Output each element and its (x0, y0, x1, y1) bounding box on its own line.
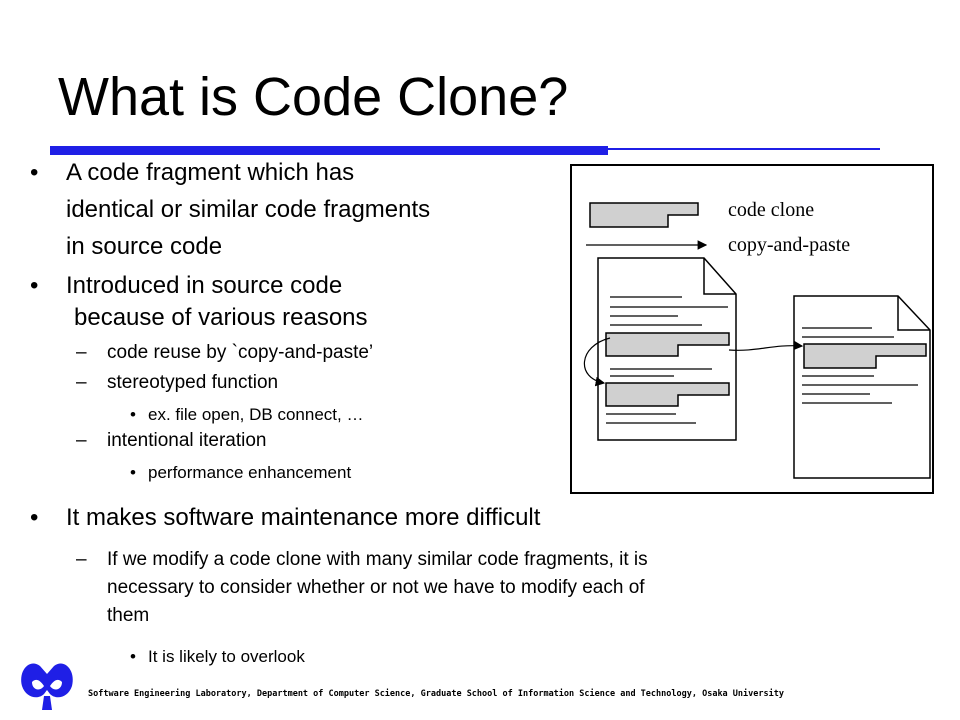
title-underline-thin (608, 148, 880, 150)
reason-iteration-example: performance enhancement (148, 463, 352, 482)
reason-stereotyped: stereotyped function (107, 372, 279, 393)
introduced-line-1: Introduced in source code (66, 272, 343, 299)
definition-line-3: in source code (66, 233, 223, 260)
dash-marker: – (76, 342, 87, 363)
definition-line-2: identical or similar code fragments (66, 196, 431, 223)
copy-arrow-within-document (583, 337, 611, 387)
maintenance-detail-line-3: them (107, 605, 150, 626)
document-left-code-lines (606, 296, 728, 424)
legend-clone-shape (589, 202, 699, 228)
document-right-code-lines (802, 327, 918, 404)
maintenance-detail-line-1: If we modify a code clone with many simi… (107, 549, 648, 570)
legend-copy-label: copy-and-paste (728, 234, 851, 256)
introduced-line-2: because of various reasons (74, 304, 368, 331)
reason-stereotyped-example: ex. file open, DB connect, … (148, 405, 364, 424)
bullet-marker: • (30, 272, 39, 299)
clone-fragment-left-1 (605, 332, 730, 357)
footer-affiliation: Software Engineering Laboratory, Departm… (88, 689, 784, 699)
code-clone-diagram: code clone copy-and-paste (570, 164, 934, 494)
document-right-fold (897, 296, 930, 331)
maintenance-detail-line-2: necessary to consider whether or not we … (107, 577, 645, 598)
university-logo-icon (21, 663, 73, 710)
maintenance-heading: It makes software maintenance more diffi… (66, 504, 541, 531)
diagram-drawing (583, 202, 931, 479)
copy-arrow-across-documents (728, 340, 804, 351)
bullet-marker: • (130, 463, 136, 482)
document-right (793, 295, 931, 479)
dash-marker: – (76, 549, 87, 570)
bullet-marker: • (30, 504, 39, 531)
title-underline-thick (50, 146, 608, 155)
slide-title: What is Code Clone? (58, 67, 569, 127)
dash-marker: – (76, 430, 87, 451)
bullet-marker: • (30, 159, 39, 186)
bullet-marker: • (130, 405, 136, 424)
document-left-fold (703, 258, 736, 295)
reason-reuse: code reuse by `copy-and-paste’ (107, 342, 374, 363)
overlook-note: It is likely to overlook (148, 647, 305, 666)
dash-marker: – (76, 372, 87, 393)
definition-line-1: A code fragment which has (66, 159, 355, 186)
clone-fragment-right (803, 343, 927, 369)
bullet-marker: • (130, 647, 136, 666)
legend-clone-label: code clone (728, 199, 815, 221)
clone-fragment-left-2 (605, 382, 730, 407)
reason-iteration: intentional iteration (107, 430, 267, 451)
